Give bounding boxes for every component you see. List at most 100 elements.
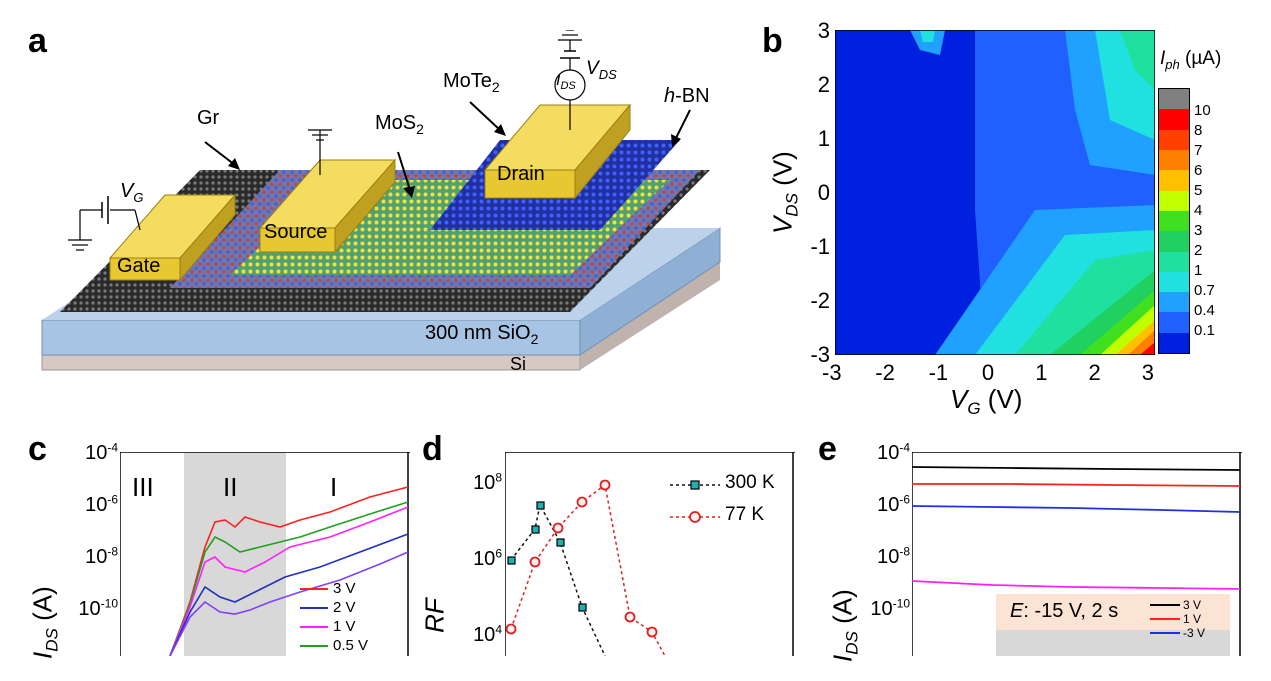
colorbar-title: Iph (µA) bbox=[1160, 48, 1222, 72]
gate-label: Gate bbox=[117, 255, 161, 277]
c-legend-line bbox=[300, 606, 328, 609]
colorbar-level: 10 bbox=[1194, 102, 1211, 119]
d-y-ticks: 108 106 104 bbox=[440, 440, 502, 656]
colorbar-swatch bbox=[1159, 129, 1189, 150]
colorbar-level: 6 bbox=[1194, 162, 1203, 179]
colorbar-swatch bbox=[1159, 170, 1189, 191]
c-y-tick: 10-8 bbox=[85, 544, 118, 569]
b-ylabel: VDS (V) bbox=[767, 151, 802, 235]
colorbar-level: 0.7 bbox=[1194, 282, 1215, 299]
colorbar-level: 0.1 bbox=[1194, 322, 1215, 339]
tick-label: 10-8 bbox=[85, 544, 118, 568]
tick-label: 10-10 bbox=[78, 596, 118, 620]
c-legend-label: 3 V bbox=[333, 580, 356, 597]
e-legend-label: -3 V bbox=[1183, 626, 1206, 640]
colorbar-swatch bbox=[1159, 210, 1189, 232]
b-y-tick: 0 bbox=[817, 180, 830, 205]
panel-c-letter: c bbox=[28, 430, 47, 468]
c-y-ticks: 10-4 10-6 10-8 10-10 bbox=[58, 440, 118, 656]
panel-e-letter: e bbox=[818, 430, 837, 468]
b-y-tick: -2 bbox=[810, 288, 830, 313]
b-x-tick: 2 bbox=[1088, 360, 1101, 385]
e-y-ticks: 10-4 10-6 10-8 10-10 bbox=[852, 440, 910, 656]
tick-label: 10-10 bbox=[870, 596, 910, 620]
b-x-tick: 1 bbox=[1035, 360, 1048, 385]
source-label: Source bbox=[264, 221, 328, 243]
e-y-tick: 10-6 bbox=[877, 492, 910, 517]
e-y-tick: 10-10 bbox=[870, 596, 910, 621]
colorbar-swatch bbox=[1159, 312, 1189, 333]
tick-exponent: -6 bbox=[899, 492, 910, 506]
ids-label: IDS bbox=[556, 72, 576, 93]
colorbar-swatch bbox=[1159, 271, 1189, 293]
tick-exponent: -8 bbox=[107, 544, 118, 558]
tick-label: 108 bbox=[473, 470, 502, 494]
c-legend-item: 3 V bbox=[300, 580, 356, 597]
mote2-label: MoTe2 bbox=[443, 70, 500, 95]
colorbar bbox=[1158, 88, 1190, 354]
c-y-tick: 10-6 bbox=[85, 492, 118, 517]
panel-d-plot bbox=[505, 452, 795, 656]
b-x-tick: -2 bbox=[875, 360, 895, 385]
d-ylabel: RF bbox=[419, 598, 450, 633]
vds-label: VDS bbox=[586, 58, 617, 82]
vg-label: VG bbox=[120, 180, 144, 205]
colorbar-swatch bbox=[1159, 231, 1189, 252]
tick-label: 10-4 bbox=[85, 440, 118, 464]
panel-e-plot bbox=[912, 452, 1242, 656]
mos2-label: MoS2 bbox=[375, 112, 424, 137]
e-ylabel: IDS (A) bbox=[827, 589, 862, 662]
panel-d-letter: d bbox=[422, 430, 443, 468]
colorbar-swatch bbox=[1159, 251, 1189, 272]
c-y-tick: 10-4 bbox=[85, 440, 118, 465]
c-region-label: III bbox=[132, 472, 154, 502]
b-y-tick: -3 bbox=[810, 342, 830, 367]
c-y-tick: 10-10 bbox=[78, 596, 118, 621]
b-y-tick: 3 bbox=[817, 18, 830, 43]
c-region-label: II bbox=[223, 472, 238, 502]
colorbar-swatch bbox=[1159, 292, 1189, 313]
c-legend-line bbox=[300, 644, 328, 647]
c-legend-label: 0.5 V bbox=[333, 637, 369, 654]
colorbar-level: 0.4 bbox=[1194, 302, 1215, 319]
colorbar-level: 3 bbox=[1194, 222, 1203, 239]
c-legend-line bbox=[300, 625, 328, 628]
panel-b-letter: b bbox=[762, 22, 783, 60]
e-y-tick: 10-8 bbox=[877, 544, 910, 569]
tick-label: 10-8 bbox=[877, 544, 910, 568]
d-y-tick: 108 bbox=[473, 470, 502, 495]
tick-exponent: -8 bbox=[899, 544, 910, 558]
d-y-tick: 104 bbox=[473, 622, 502, 647]
colorbar-level: 7 bbox=[1194, 142, 1203, 159]
panel-c-plot bbox=[120, 452, 410, 656]
colorbar-swatch bbox=[1159, 109, 1189, 130]
si-label: Si bbox=[510, 354, 527, 374]
c-legend-item: 1 V bbox=[300, 618, 356, 635]
tick-exponent: -10 bbox=[892, 596, 910, 610]
b-y-tick: 1 bbox=[817, 126, 830, 151]
b-x-tick: 3 bbox=[1141, 360, 1155, 385]
e-legend-line bbox=[1150, 604, 1180, 606]
e-legend-label: 3 V bbox=[1183, 598, 1202, 612]
photocurrent-map bbox=[835, 30, 1155, 355]
tick-label: 106 bbox=[473, 546, 502, 570]
b-y-tick: -1 bbox=[810, 234, 830, 259]
e-legend-line bbox=[1150, 618, 1180, 620]
e-legend-item: 3 V bbox=[1150, 598, 1201, 612]
tick-label: 10-6 bbox=[877, 492, 910, 516]
colorbar-level: 5 bbox=[1194, 182, 1203, 199]
d-legend-label: 77 K bbox=[725, 504, 765, 525]
b-x-tick: 0 bbox=[981, 360, 995, 385]
panel-a-letter: a bbox=[28, 22, 47, 60]
colorbar-swatch bbox=[1159, 332, 1189, 354]
sio2-label: 300 nm SiO2 bbox=[425, 322, 539, 347]
e-legend-item: -3 V bbox=[1150, 626, 1205, 640]
d-legend-label: 300 K bbox=[725, 472, 775, 493]
c-ylabel: IDS (A) bbox=[27, 586, 62, 659]
tick-label: 10-4 bbox=[877, 440, 910, 464]
